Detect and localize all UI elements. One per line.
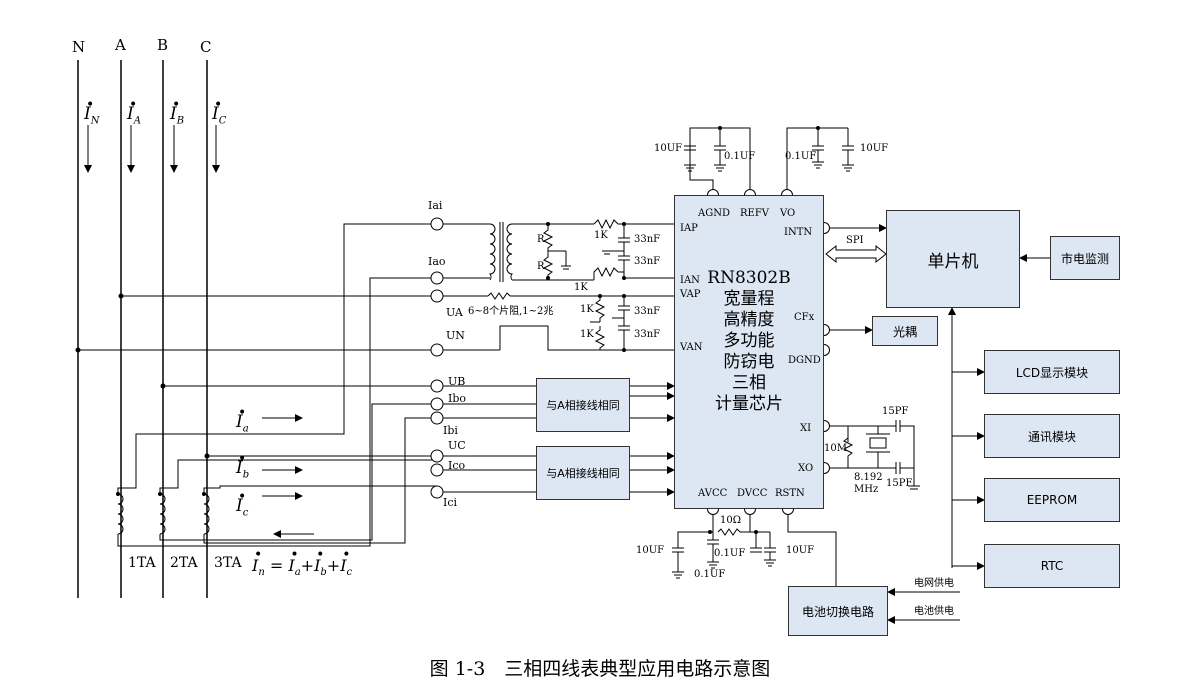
label-33nf-1: 33nF: [634, 234, 661, 245]
pin-dvcc: DVCC: [737, 488, 768, 499]
ct-label-1: 1TA: [128, 555, 156, 571]
label-15pf-2: 15PF: [886, 478, 913, 489]
label-33nf-4: 33nF: [634, 329, 661, 340]
terminal-iao: Iao: [428, 255, 446, 268]
pin-iap: IAP: [680, 223, 698, 234]
phase-label-b: B: [157, 36, 169, 54]
metering-chip: [674, 195, 824, 509]
current-label-ic-phase: •IC: [212, 97, 227, 127]
terminal-ico: Ico: [448, 459, 466, 472]
chip-title-line-2: 宽量程: [723, 289, 775, 309]
terminal-ibi: Ibi: [443, 424, 458, 437]
label-33nf-2: 33nF: [634, 256, 661, 267]
pin-van: VAN: [680, 342, 703, 353]
phase-label-c: C: [200, 38, 212, 56]
ct-label-3: 3TA: [214, 555, 242, 571]
phase-b-same-block: 与A相接线相同: [536, 378, 630, 432]
label-r2: R: [537, 261, 545, 272]
mcu-block: 单片机: [886, 210, 1020, 308]
chip-title-line-5: 防窃电: [723, 352, 775, 372]
chip-title-line-6: 三相: [732, 373, 766, 393]
label-10uf-bl: 10UF: [636, 545, 665, 556]
label-1k-van: 1K: [580, 329, 594, 340]
pin-xo: XO: [798, 463, 814, 474]
current-label-ia: •Ia: [236, 405, 249, 435]
current-label-ia-phase: •IA: [127, 97, 141, 127]
label-01uf-bl1: 0.1UF: [714, 548, 746, 559]
label-divider-note: 6~8个片阻,1~2兆: [468, 306, 554, 317]
optocoupler-block: 光耦: [872, 316, 938, 346]
current-label-ic: •Ic: [236, 489, 249, 519]
label-10uf-br: 10UF: [786, 545, 815, 556]
chip-title-line-7: 计量芯片: [715, 394, 783, 414]
current-label-in: •IN: [84, 97, 100, 127]
terminal-ub: UB: [448, 375, 466, 388]
pin-xi: XI: [800, 423, 812, 434]
lcd-block: LCD显示模块: [984, 350, 1120, 394]
pin-avcc: AVCC: [698, 488, 728, 499]
ct-label-2: 2TA: [170, 555, 198, 571]
pin-refv: REFV: [740, 208, 769, 219]
mains-monitor-block: 市电监测: [1050, 236, 1120, 280]
rtc-block: RTC: [984, 544, 1120, 588]
label-10m: 10M: [824, 443, 847, 454]
label-01uf-bl2: 0.1UF: [694, 569, 726, 580]
label-grid-power: 电网供电: [914, 578, 954, 589]
eeprom-block: EEPROM: [984, 478, 1120, 522]
figure-caption: 图 1-3 三相四线表典型应用电路示意图: [429, 658, 771, 680]
pin-ian: IAN: [680, 275, 700, 286]
terminal-ici: Ici: [443, 496, 458, 509]
label-spi: SPI: [846, 235, 864, 246]
pin-cfx: CFx: [794, 312, 815, 323]
terminal-ibo: Ibo: [448, 392, 467, 405]
phase-c-same-block: 与A相接线相同: [536, 446, 630, 500]
battery-switch-block: 电池切换电路: [788, 586, 888, 636]
label-10uf-tr: 10UF: [860, 143, 889, 154]
phase-label-a: A: [115, 36, 126, 54]
label-1k-vap: 1K: [580, 304, 594, 315]
terminal-uc: UC: [448, 439, 466, 452]
pin-vap: VAP: [680, 289, 701, 300]
label-01uf-tl: 0.1UF: [724, 151, 756, 162]
label-15pf-1: 15PF: [882, 406, 909, 417]
label-10ohm: 10Ω: [720, 515, 742, 526]
label-01uf-tr: 0.1UF: [785, 151, 817, 162]
pin-vo: VO: [780, 208, 796, 219]
chip-title: RN8302B 宽量程 高精度 多功能 防窃电 三相 计量芯片: [680, 268, 818, 415]
chip-title-line-3: 高精度: [723, 310, 775, 330]
phase-label-n: N: [72, 38, 86, 56]
terminal-iai: Iai: [428, 199, 443, 212]
label-crystal: 8.192 MHz: [854, 472, 883, 495]
terminal-un: UN: [446, 329, 465, 342]
current-label-ib-phase: •IB: [170, 97, 185, 127]
chip-title-line-4: 多功能: [723, 331, 775, 351]
comm-block: 通讯模块: [984, 414, 1120, 458]
label-33nf-3: 33nF: [634, 306, 661, 317]
current-label-ib: •Ib: [236, 451, 250, 481]
chip-title-line-1: RN8302B: [707, 268, 791, 288]
label-r1: R: [537, 234, 545, 245]
pin-rstn: RSTN: [775, 488, 805, 499]
label-battery-power: 电池供电: [914, 606, 954, 617]
label-10uf-tl: 10UF: [654, 143, 683, 154]
label-1k-ian: 1K: [574, 282, 588, 293]
label-1k-iap: 1K: [594, 230, 608, 241]
neutral-current-equation: •In = •Ia+•Ib+•Ic: [252, 547, 353, 579]
pin-agnd: AGND: [698, 208, 730, 219]
pin-dgnd: DGND: [788, 355, 821, 366]
pin-intn: INTN: [784, 227, 813, 238]
terminal-ua: UA: [446, 306, 463, 319]
